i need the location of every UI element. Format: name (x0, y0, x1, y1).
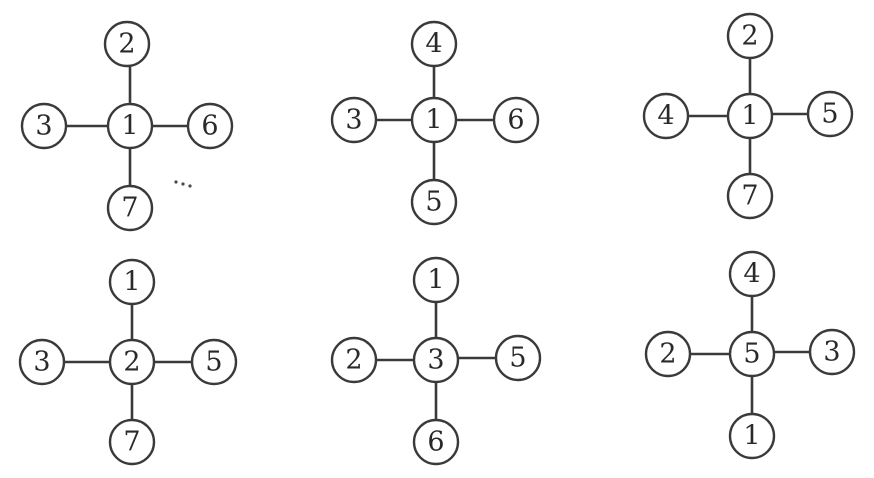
svg-text:1: 1 (741, 101, 758, 132)
node-right: 5 (190, 338, 238, 386)
svg-text:3: 3 (33, 347, 50, 378)
svg-text:5: 5 (205, 347, 222, 378)
svg-text:2: 2 (123, 347, 140, 378)
node-bottom: 1 (728, 412, 776, 460)
svg-text:2: 2 (659, 339, 676, 370)
node-right: 5 (806, 90, 854, 138)
svg-text:1: 1 (427, 265, 444, 296)
svg-text:1: 1 (123, 267, 140, 298)
node-left: 3 (18, 338, 66, 386)
svg-text:1: 1 (425, 105, 442, 136)
svg-text:5: 5 (743, 339, 760, 370)
node-bottom: 6 (412, 418, 460, 466)
node-top: 4 (410, 20, 458, 68)
svg-text:7: 7 (123, 427, 140, 458)
node-center: 3 (412, 336, 460, 384)
star-graph-5: 1 2 3 5 6 (330, 256, 542, 466)
node-right: 5 (494, 334, 542, 382)
ellipsis-mark (174, 180, 192, 188)
node-center: 1 (106, 102, 154, 150)
svg-text:3: 3 (35, 111, 52, 142)
svg-text:1: 1 (121, 111, 138, 142)
star-graph-2: 4 3 1 6 5 (330, 20, 540, 226)
node-center: 5 (728, 330, 776, 378)
svg-text:5: 5 (509, 343, 526, 374)
svg-text:2: 2 (741, 21, 758, 52)
star-graph-1: 2 3 1 6 7 (20, 20, 234, 232)
svg-text:1: 1 (743, 421, 760, 452)
star-graph-3: 2 4 1 5 7 (642, 12, 854, 220)
svg-text:2: 2 (345, 345, 362, 376)
star-graph-6: 4 2 5 3 1 (644, 250, 856, 460)
node-top: 1 (412, 256, 460, 304)
node-center: 1 (726, 92, 774, 140)
svg-text:5: 5 (821, 99, 838, 130)
svg-text:3: 3 (823, 337, 840, 368)
node-left: 4 (642, 92, 690, 140)
node-bottom: 7 (726, 172, 774, 220)
node-bottom: 7 (106, 184, 154, 232)
svg-text:4: 4 (425, 29, 442, 60)
svg-text:5: 5 (425, 187, 442, 218)
node-right: 6 (186, 102, 234, 150)
node-left: 3 (330, 96, 378, 144)
star-graph-4: 1 3 2 5 7 (18, 258, 238, 466)
node-left: 2 (644, 330, 692, 378)
svg-text:2: 2 (118, 29, 135, 60)
node-center: 2 (108, 338, 156, 386)
node-bottom: 7 (108, 418, 156, 466)
svg-text:4: 4 (657, 101, 674, 132)
svg-text:6: 6 (507, 105, 524, 136)
svg-text:6: 6 (427, 427, 444, 458)
svg-text:7: 7 (741, 181, 758, 212)
svg-text:7: 7 (121, 193, 138, 224)
node-top: 1 (108, 258, 156, 306)
node-top: 4 (728, 250, 776, 298)
node-right: 3 (808, 328, 856, 376)
node-left: 2 (330, 336, 378, 384)
node-center: 1 (410, 96, 458, 144)
svg-text:6: 6 (201, 111, 218, 142)
svg-text:3: 3 (427, 345, 444, 376)
node-bottom: 5 (410, 178, 458, 226)
svg-text:3: 3 (345, 105, 362, 136)
svg-text:4: 4 (743, 259, 760, 290)
node-top: 2 (726, 12, 774, 60)
node-right: 6 (492, 96, 540, 144)
node-top: 2 (103, 20, 151, 68)
node-left: 3 (20, 102, 68, 150)
